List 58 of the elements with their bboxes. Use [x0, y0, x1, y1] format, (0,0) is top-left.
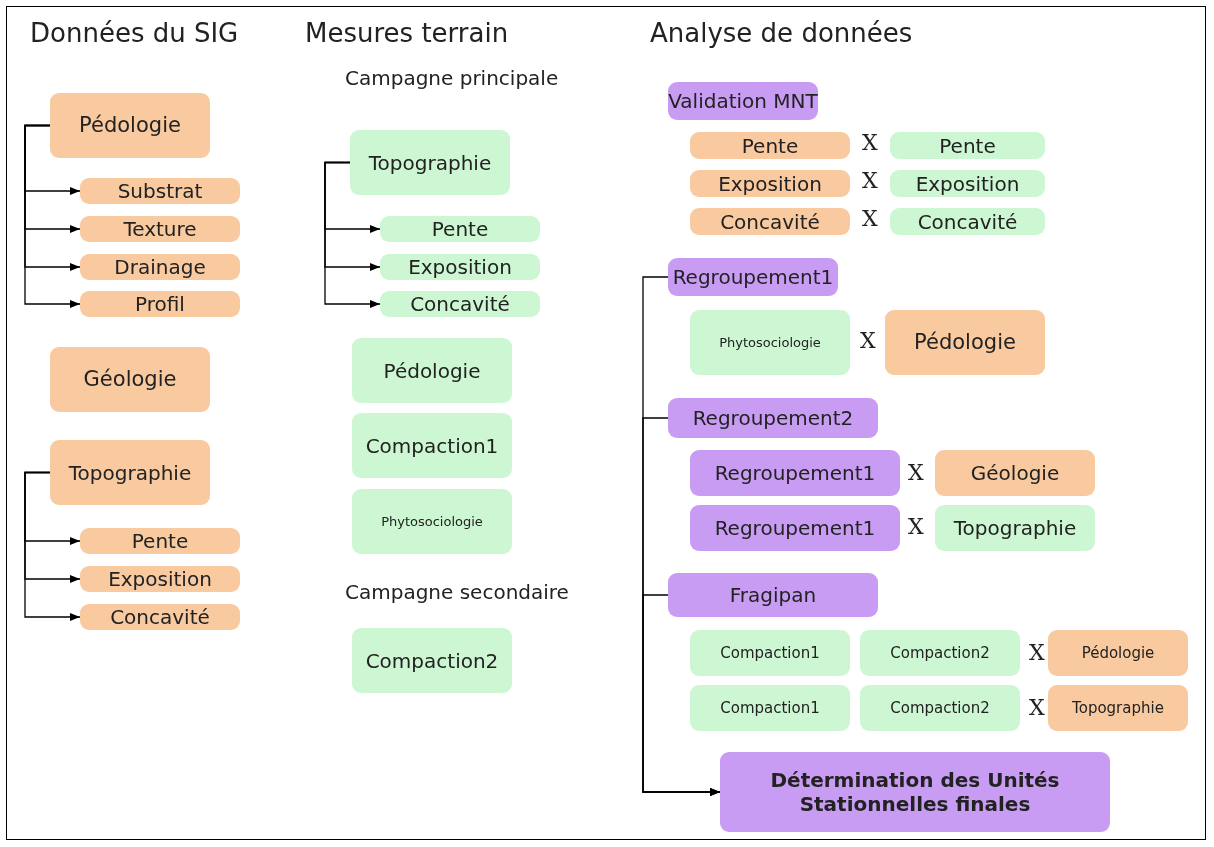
cross-sign: X	[862, 206, 878, 231]
arrow	[24, 124, 81, 308]
data-layer-box: Concavité	[690, 208, 850, 235]
section-heading: Campagne principale	[345, 66, 559, 90]
measure-box: Concavité	[890, 208, 1045, 235]
measure-box: Compaction2	[860, 630, 1020, 676]
analysis-step-box: Regroupement1	[690, 505, 900, 551]
arrow	[24, 471, 81, 621]
analysis-step-box: Regroupement1	[690, 450, 900, 496]
final-result-box: Détermination des Unités Stationnelles finales	[720, 752, 1110, 832]
data-layer-box: Pente	[690, 132, 850, 159]
analysis-step-box: Regroupement2	[668, 398, 878, 438]
data-layer-box: Exposition	[80, 566, 240, 592]
data-layer-box: Topographie	[1048, 685, 1188, 731]
cross-sign: X	[1029, 640, 1045, 665]
arrow	[324, 161, 381, 308]
measure-box: Exposition	[890, 170, 1045, 197]
data-layer-box: Géologie	[50, 347, 210, 412]
section-heading: Campagne secondaire	[345, 580, 569, 604]
measure-box: Phytosociologie	[690, 310, 850, 375]
measure-box: Compaction1	[690, 685, 850, 731]
measure-box: Pente	[890, 132, 1045, 159]
analysis-step-box: Regroupement1	[668, 258, 838, 296]
cross-sign: X	[1029, 695, 1045, 720]
measure-box: Topographie	[935, 505, 1095, 551]
data-layer-box: Profil	[80, 291, 240, 317]
data-layer-box: Pédologie	[1048, 630, 1188, 676]
measure-box: Exposition	[380, 254, 540, 280]
cross-sign: X	[908, 514, 924, 539]
measure-box: Phytosociologie	[352, 489, 512, 554]
data-layer-box: Pente	[80, 528, 240, 554]
cross-sign: X	[860, 328, 876, 353]
analysis-step-box: Validation MNT	[668, 82, 818, 120]
data-layer-box: Concavité	[80, 604, 240, 630]
data-layer-box: Topographie	[50, 440, 210, 505]
column-heading: Données du SIG	[30, 18, 239, 48]
data-layer-box: Pédologie	[50, 93, 210, 158]
column-heading: Mesures terrain	[305, 18, 509, 48]
measure-box: Topographie	[350, 130, 510, 195]
data-layer-box: Géologie	[935, 450, 1095, 496]
arrow	[642, 594, 721, 796]
measure-box: Compaction2	[860, 685, 1020, 731]
measure-box: Concavité	[380, 291, 540, 317]
data-layer-box: Texture	[80, 216, 240, 242]
measure-box: Pédologie	[352, 338, 512, 403]
cross-sign: X	[862, 168, 878, 193]
data-layer-box: Substrat	[80, 178, 240, 204]
cross-sign: X	[862, 130, 878, 155]
measure-box: Compaction1	[690, 630, 850, 676]
data-layer-box: Exposition	[690, 170, 850, 197]
measure-box: Compaction1	[352, 413, 512, 478]
data-layer-box: Pédologie	[885, 310, 1045, 375]
cross-sign: X	[908, 460, 924, 485]
measure-box: Pente	[380, 216, 540, 242]
analysis-step-box: Fragipan	[668, 573, 878, 617]
measure-box: Compaction2	[352, 628, 512, 693]
column-heading: Analyse de données	[650, 18, 913, 48]
data-layer-box: Drainage	[80, 254, 240, 280]
